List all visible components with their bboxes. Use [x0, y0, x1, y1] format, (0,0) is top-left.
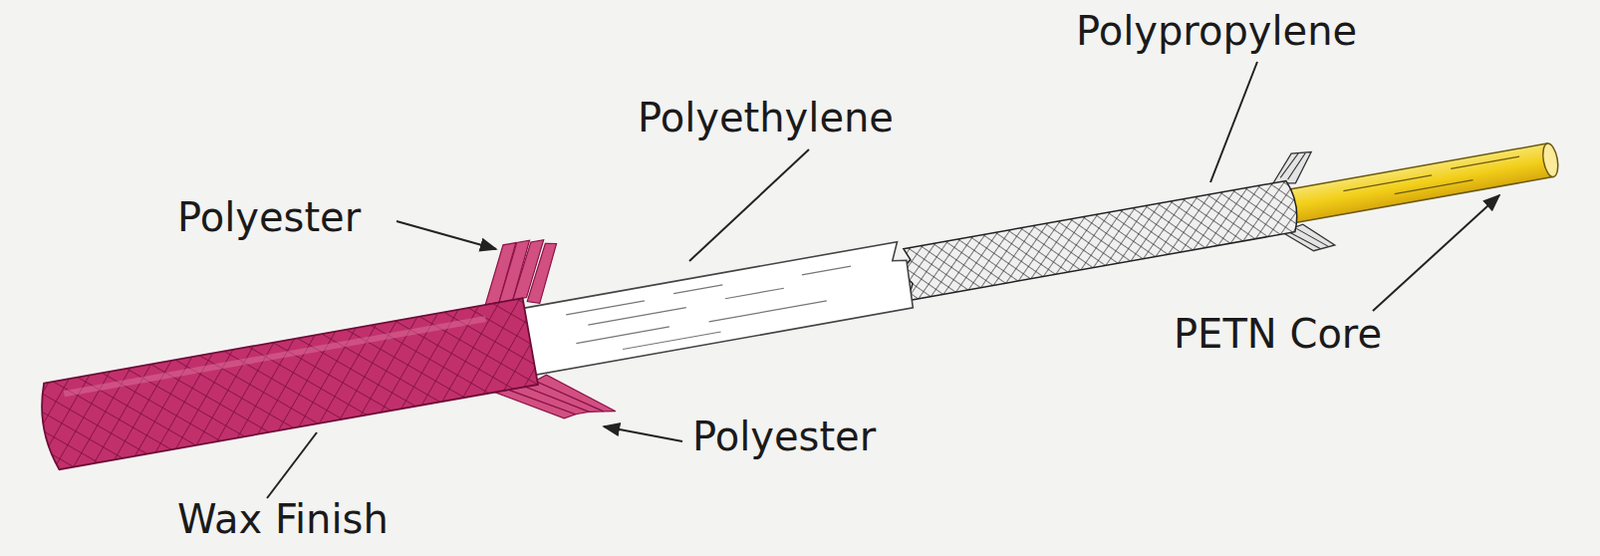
- part-label: Polyethylene: [637, 94, 894, 141]
- wax-finish-braid: [35, 297, 538, 471]
- part-label: Wax Finish: [177, 496, 389, 542]
- part-label: Polyester: [692, 413, 876, 460]
- polyethylene-tube: [515, 241, 916, 377]
- part-label: PETN Core: [1173, 310, 1382, 357]
- cord: [25, 60, 1572, 511]
- petn-core: [1275, 143, 1555, 226]
- part-label: Polypropylene: [1075, 7, 1357, 54]
- part-label: Polyester: [177, 194, 361, 241]
- leader-lines: [266, 61, 1500, 499]
- polypropylene-braid: [896, 180, 1301, 302]
